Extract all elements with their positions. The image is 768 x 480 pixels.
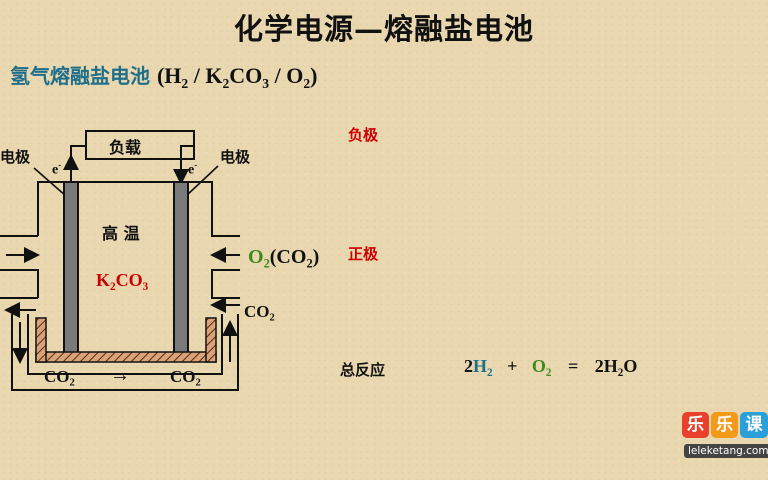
logo-badge: 乐 乐 课	[682, 412, 768, 442]
electrolyte-label: K2CO3	[96, 270, 149, 293]
load-label: 负载	[109, 138, 142, 157]
co2-right-label: CO2	[244, 302, 275, 324]
vessel-left-wall	[37, 181, 64, 236]
logo-char-1: 乐	[682, 412, 709, 438]
tray-left	[35, 317, 47, 363]
tray-right	[205, 317, 217, 363]
cathode	[173, 181, 189, 357]
high-temp-label: 高 温	[102, 224, 140, 243]
electron-left: e-	[52, 160, 62, 178]
vessel-right-lower	[211, 269, 240, 299]
inner-left	[27, 314, 223, 375]
overall-reaction-label: 总反应	[340, 361, 386, 379]
negative-electrode-label: 负极	[348, 126, 379, 144]
positive-electrode-label: 正极	[348, 245, 379, 263]
tray-bottom	[35, 351, 217, 363]
co2-bottom-left: CO2	[44, 367, 75, 389]
subtitle: 氢气熔融盐电池 (H2 / K2CO3 / O2)	[10, 60, 317, 92]
subtitle-text: 氢气熔融盐电池	[10, 64, 150, 88]
bottom-flow-arrow: →	[110, 364, 130, 386]
logo-url: leleketang.com	[684, 444, 768, 458]
wire-right	[173, 145, 194, 185]
overall-equation: 2H2 + O2 = 2H2O	[464, 356, 638, 379]
subtitle-formula: (H2 / K2CO3 / O2)	[156, 63, 318, 91]
logo-char-2: 乐	[711, 412, 738, 438]
co2-bottom-right: CO2	[170, 367, 201, 389]
electron-right: e-	[188, 160, 198, 178]
wire-left	[70, 145, 86, 181]
vessel-right-wall	[188, 181, 240, 237]
page-title: 化学电源—熔融盐电池	[233, 12, 534, 46]
leleketang-logo: 乐 乐 课 leleketang.com	[682, 412, 768, 462]
anode	[63, 181, 79, 357]
o2-co2-label: O2(CO2)	[248, 246, 320, 271]
logo-char-3: 课	[740, 412, 768, 438]
electrode-label-left: 电极	[0, 148, 31, 166]
electrode-label-right: 电极	[220, 148, 251, 166]
vessel-left-lower	[0, 269, 39, 298]
